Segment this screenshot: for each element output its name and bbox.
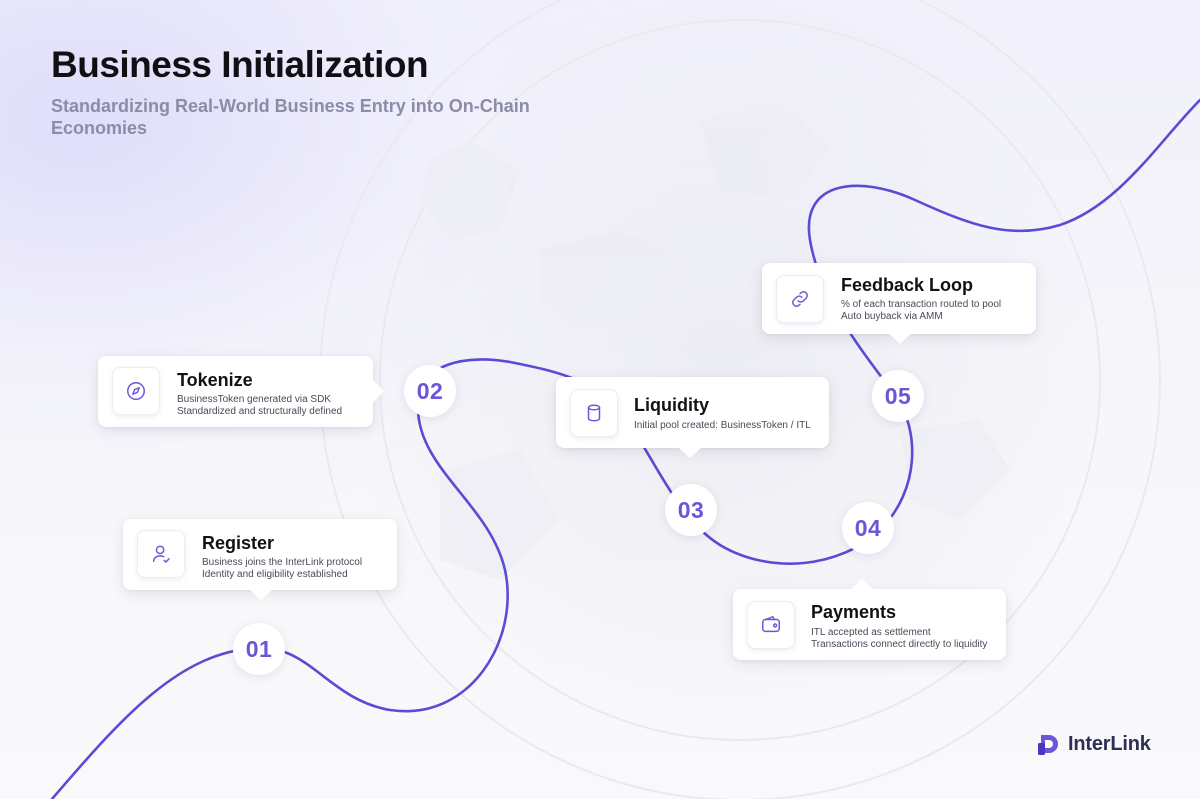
step-description: BusinessToken generated via SDK bbox=[177, 394, 331, 405]
step-title: Register bbox=[202, 533, 275, 553]
step-title: Payments bbox=[811, 602, 897, 622]
database-icon bbox=[570, 389, 618, 437]
compass-icon bbox=[112, 367, 160, 415]
card-pointer bbox=[372, 379, 384, 403]
step-card-register[interactable]: Register Business joins the InterLink pr… bbox=[123, 519, 397, 600]
step-title: Feedback Loop bbox=[841, 275, 974, 295]
wallet-icon bbox=[747, 601, 795, 649]
card-pointer bbox=[249, 589, 273, 600]
step-number-badge: 04 bbox=[842, 502, 894, 554]
card-pointer bbox=[850, 579, 874, 590]
step-title: Liquidity bbox=[634, 395, 709, 415]
logo-wordmark: InterLink bbox=[1068, 732, 1151, 755]
step-card-feedback-loop[interactable]: Feedback Loop % of each transaction rout… bbox=[762, 263, 1036, 344]
step-number-badge: 03 bbox=[665, 484, 717, 536]
interlink-logo-icon bbox=[1038, 735, 1058, 755]
interlink-logo[interactable]: InterLink bbox=[1036, 729, 1151, 759]
step-description: Identity and eligibility established bbox=[202, 569, 348, 580]
link-icon bbox=[776, 275, 824, 323]
step-description: Auto buyback via AMM bbox=[841, 311, 943, 322]
step-card-payments[interactable]: Payments ITL accepted as settlement Tran… bbox=[733, 579, 1006, 660]
step-number-badge: 02 bbox=[404, 365, 456, 417]
step-description: ITL accepted as settlement bbox=[811, 627, 931, 638]
page-subtitle: Standardizing Real-World Business Entry … bbox=[51, 96, 530, 138]
card-pointer bbox=[678, 447, 702, 458]
step-description: Business joins the InterLink protocol bbox=[202, 557, 363, 568]
step-number-badge: 05 bbox=[872, 370, 924, 422]
step-card-liquidity[interactable]: Liquidity Initial pool created: Business… bbox=[556, 377, 829, 458]
card-pointer bbox=[888, 333, 912, 344]
step-description: % of each transaction routed to pool bbox=[841, 299, 1002, 310]
step-card-tokenize[interactable]: Tokenize BusinessToken generated via SDK… bbox=[98, 356, 384, 427]
step-title: Tokenize bbox=[177, 370, 253, 390]
step-number-badge: 01 bbox=[233, 623, 285, 675]
user-check-icon bbox=[137, 530, 185, 578]
page-title: Business Initialization bbox=[51, 44, 429, 85]
step-description: Standardized and structurally defined bbox=[177, 406, 343, 417]
step-description: Initial pool created: BusinessToken / IT… bbox=[634, 420, 811, 431]
step-description: Transactions connect directly to liquidi… bbox=[811, 639, 988, 650]
